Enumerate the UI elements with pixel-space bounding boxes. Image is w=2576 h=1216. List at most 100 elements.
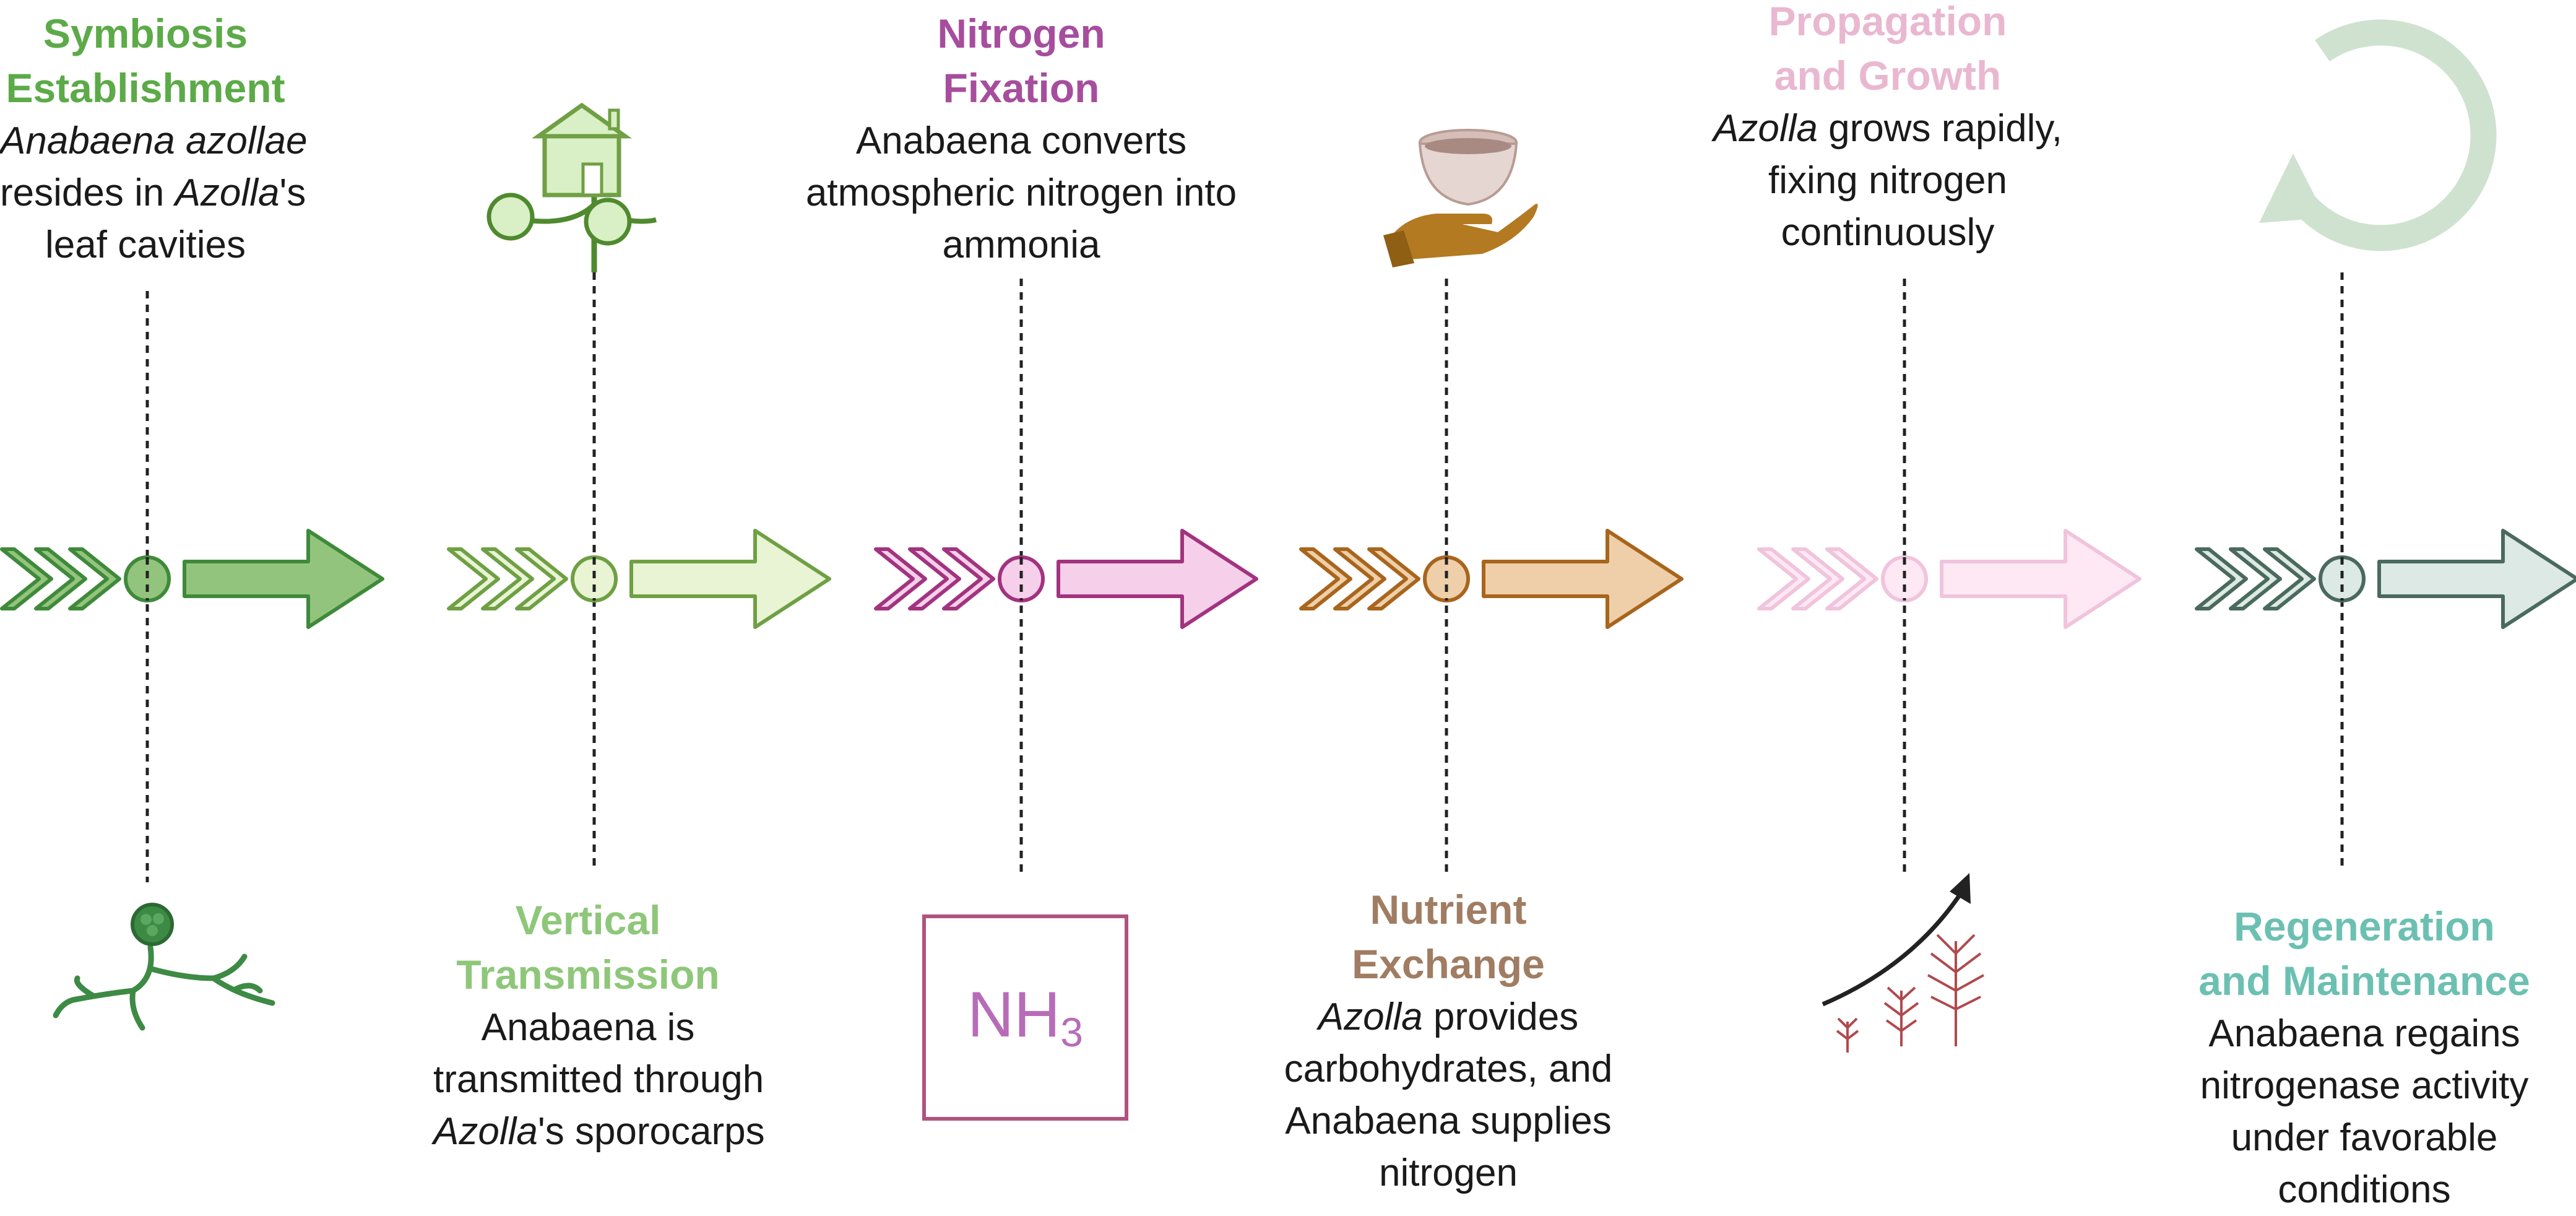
chevron-icon (1299, 547, 1352, 610)
text-run: transmitted through (433, 1058, 764, 1101)
chevron-icon (515, 547, 568, 610)
stage-description-line: Anabaena is (433, 1002, 743, 1054)
chevron-icon (1825, 547, 1878, 610)
chevron-icon (908, 547, 961, 610)
text-run: 's sporocarps (537, 1110, 765, 1153)
nh3-sub: 3 (1060, 1009, 1083, 1055)
text-run: conditions (2278, 1168, 2451, 1211)
stage-description-line: ammonia (767, 219, 1275, 271)
timeline-unit (1757, 279, 2142, 878)
stage-description-line: fixing nitrogen (1646, 155, 2129, 207)
cycle-arrow-icon (2259, 19, 2497, 251)
stage-title: Propagation and Growth (1646, 0, 2129, 103)
stage-description-line: leaf cavities (0, 219, 291, 271)
text-run: Anabaena converts (855, 119, 1187, 162)
timeline-unit (2195, 272, 2576, 870)
stage-description-line: Azolla grows rapidly, (1646, 103, 2129, 155)
timeline-unit (1299, 279, 1683, 878)
nh3-main: NH (967, 979, 1061, 1051)
chevron-icon (2195, 547, 2248, 610)
stage-description-line: carbohydrates, and (1250, 1043, 1646, 1095)
stage-title-line: Propagation (1768, 0, 2007, 44)
italic-term: Azolla (1713, 107, 1818, 150)
italic-term: Azolla (175, 172, 280, 214)
stage-description-line: continuously (1646, 207, 2129, 259)
stage-description-line: nitrogen (1250, 1147, 1646, 1199)
text-run: under favorable (2231, 1116, 2498, 1159)
stage-description: Anabaena azollae resides in Azolla's leaf … (0, 115, 307, 271)
text-run: 's (279, 172, 306, 214)
text-run: Anabaena regains (2208, 1012, 2520, 1055)
progress-arrow-icon (183, 529, 384, 629)
stage-title-line: Nitrogen (937, 11, 1105, 56)
text-run: leaf cavities (45, 224, 246, 266)
chevron-icon (0, 547, 53, 610)
stage-title-line: Establishment (6, 65, 285, 111)
italic-term: Azolla (433, 1110, 538, 1153)
timeline-unit (874, 279, 1258, 878)
chevron-icon (2263, 547, 2316, 610)
stage-title-line: Fixation (943, 65, 1100, 111)
text-run: nitrogen (1378, 1152, 1518, 1194)
chevron-icon (1791, 547, 1844, 610)
stage-title: Regeneration and Maintenance (2154, 899, 2575, 1008)
stage-title-line: Vertical (515, 897, 661, 943)
progress-arrow-icon (1940, 529, 2142, 629)
italic-term: Anabaena azollae (0, 119, 308, 162)
nh3-label: NH3 (924, 978, 1126, 1056)
bowl-hand-icon (1383, 129, 1538, 267)
stage-title-line: Nutrient (1370, 887, 1527, 932)
text-run: atmospheric nitrogen into (805, 172, 1237, 214)
stage-description-line: Azolla provides (1250, 991, 1646, 1043)
progress-arrow-icon (1482, 529, 1683, 629)
chevron-icon (1757, 547, 1810, 610)
text-run: fixing nitrogen (1768, 159, 2008, 202)
growth-arrow-icon (1822, 873, 1984, 1053)
stage-description-line: Anabaena supplies (1250, 1095, 1646, 1147)
stage-description-line: nitrogenase activity (2154, 1060, 2575, 1112)
text-run: resides in (0, 172, 175, 214)
stage-description-line: Anabaena converts (767, 115, 1275, 167)
chevron-icon (1333, 547, 1386, 610)
stage-title-line: and Maintenance (2198, 958, 2530, 1004)
stage-description-line: Anabaena regains (2154, 1008, 2575, 1060)
timeline-layer (0, 272, 2576, 882)
cell-filament-icon (53, 903, 275, 1031)
chevron-icon (1367, 547, 1420, 610)
stage-title-line: Transmission (456, 952, 720, 997)
chevron-icon (2229, 547, 2282, 610)
stage-description-line: atmospheric nitrogen into (767, 167, 1275, 219)
text-run: grows rapidly, (1817, 107, 2062, 150)
text-run: carbohydrates, and (1284, 1048, 1613, 1090)
text-run: continuously (1781, 211, 1995, 254)
text-run: Anabaena is (481, 1006, 695, 1049)
progress-arrow-icon (629, 529, 831, 629)
progress-arrow-icon (2377, 529, 2576, 629)
stage-description-line: transmitted through (433, 1054, 764, 1106)
stage-description-line: Anabaena azollae (0, 115, 307, 167)
house-plant-icon (486, 102, 657, 272)
nh3-box-icon (922, 914, 1128, 1121)
stage-description-line: under favorable (2154, 1112, 2575, 1164)
text-run: provides (1422, 996, 1579, 1038)
chevron-icon (874, 547, 927, 610)
stage-title-line: and Growth (1774, 53, 2002, 98)
text-run: nitrogenase activity (2200, 1064, 2529, 1107)
italic-term: Azolla (1318, 996, 1423, 1038)
stage-title-line: Regeneration (2234, 903, 2495, 949)
stage-title-line: Exchange (1352, 941, 1545, 987)
stage-description-line: resides in Azolla's (0, 167, 306, 219)
stage-description: Anabaena regains nitrogenase activity unde… (2154, 1008, 2575, 1216)
